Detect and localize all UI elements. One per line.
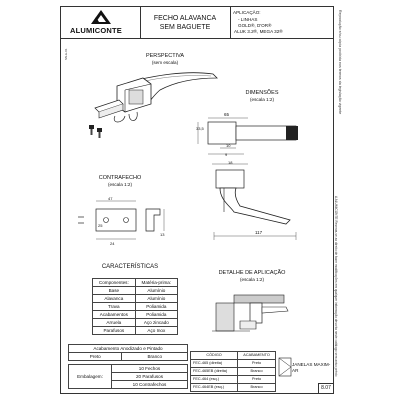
table-row: FEC-464 (esq.) Preto [189, 375, 276, 384]
header-divider-2 [230, 6, 231, 38]
table-cell: Branco [237, 367, 276, 376]
characteristics-table: Componentes: Matéria-prima: Base Alumíni… [92, 278, 179, 335]
table-row: Arruela Aço zincado [92, 318, 179, 327]
page-number: 8.07 [321, 385, 331, 391]
table-cell: Poliamida [134, 302, 179, 311]
finish-title-row: Acabamento Anodizado e Pintado [68, 344, 188, 353]
table-row: FEC-464EB (esq.) Branco [189, 383, 276, 392]
table-cell: FEC-465 (direita) [189, 359, 239, 368]
header-cell: Componentes: [92, 278, 136, 287]
finish-option: Branco [121, 352, 188, 361]
header-cell: Matéria-prima: [134, 278, 179, 287]
table-cell: Acabamentos [92, 310, 136, 319]
dim-65: 65 [224, 112, 230, 117]
application-label: APLICAÇÃO: [233, 10, 261, 15]
side-note-disclaimer: A ALUMICONTE Reserva-se ao direito de fa… [334, 196, 338, 377]
perspective-title: PERSPECTIVA [145, 53, 185, 59]
strike-title: CONTRAFECHO [98, 175, 142, 181]
dim-33-5: 33,5 [196, 126, 204, 131]
header-bottom-rule [60, 38, 334, 39]
table-row: Acabamentos Poliamida [92, 310, 179, 319]
header-cell: CÓDIGO [189, 351, 239, 360]
table-row: Trava Poliamida [92, 302, 179, 311]
dimensions-subtitle: (escala 1:2) [249, 97, 274, 102]
title-line-2: SEM BAGUETE [159, 24, 211, 31]
page-number-box [318, 383, 334, 394]
table-cell: FEC-464EB (esq.) [189, 383, 239, 392]
perspective-drawing [89, 72, 218, 138]
finish-table: Acabamento Anodizado e Pintado Preto Bra… [67, 344, 188, 361]
application-line-1: - LINHAS [238, 17, 258, 22]
table-cell: Trava [92, 302, 136, 311]
header: ALUMICONTE FECHO ALAVANCA SEM BAGUETE AP… [60, 6, 334, 39]
table-cell: Preto [237, 375, 276, 384]
side-note-copyright: Reprodução e/ou cópia proibida nos termo… [338, 10, 342, 115]
table-cell: FEC-465EB (direita) [189, 367, 239, 376]
table-row: FEC-465 (direita) Preto [189, 359, 276, 368]
left-margin-code: SN-E-01 [64, 48, 68, 60]
table-cell: Branco [237, 383, 276, 392]
title-line-1: FECHO ALAVANCA [153, 15, 217, 22]
product-line-label: JANELAS MAXIM-AR [292, 362, 331, 373]
screw-icon [89, 125, 94, 135]
table-cell: Parafusos [92, 326, 136, 335]
table-row: FEC-465EB (direita) Branco [189, 367, 276, 376]
packaging-label: Embalagem: [68, 364, 112, 389]
table-cell: Alavanca [92, 294, 136, 303]
table-row: Parafusos Aço Inox [92, 326, 179, 335]
strike-drawing [78, 200, 165, 240]
table-header-row: Componentes: Matéria-prima: [92, 278, 179, 287]
characteristics-title: CARACTERÍSTICAS [101, 264, 159, 270]
table-cell: Base [92, 286, 136, 295]
finish-title: Acabamento Anodizado e Pintado [68, 344, 188, 353]
dimensions-drawing [197, 117, 298, 240]
table-row: Base Alumínio [92, 286, 179, 295]
table-cell: Arruela [92, 318, 136, 327]
brand-name: ALUMICONTE [70, 26, 122, 35]
dim-25: 25 [98, 223, 103, 228]
window-icon [278, 357, 292, 377]
header-divider-1 [140, 6, 141, 38]
table-row: Embalagem: 10 Fechos [68, 364, 188, 389]
packaging-item: 10 Contrafechos [111, 380, 188, 389]
table-cell: Alumínio [134, 294, 179, 303]
table-cell: FEC-464 (esq.) [189, 375, 239, 384]
dim-10: 10 [226, 143, 231, 148]
dim-117: 117 [255, 230, 263, 235]
dim-18: 18 [228, 160, 233, 165]
table-cell: Aço zincado [134, 318, 179, 327]
table-row: Alavanca Alumínio [92, 294, 179, 303]
dim-9: 9 [225, 152, 228, 157]
table-cell: Aço Inox [134, 326, 179, 335]
dim-13: 13 [160, 232, 165, 237]
strike-subtitle: (escala 1:2) [107, 182, 132, 187]
table-header-row: CÓDIGO ACABAMENTO [189, 351, 276, 360]
dim-24: 24 [110, 241, 115, 246]
packaging-item: 10 Fechos [111, 364, 188, 373]
application-line-2: GOLD®, D'OR® [238, 23, 272, 28]
dimensions-title: DIMENSÕES [245, 90, 279, 96]
detail-drawing [212, 294, 289, 332]
dim-47: 47 [108, 196, 113, 201]
header-cell: ACABAMENTO [237, 351, 276, 360]
application-line-3: ALUK 3.2®, MEGA 32® [234, 29, 283, 34]
perspective-subtitle: (sem escala) [151, 60, 179, 65]
table-cell: Alumínio [134, 286, 179, 295]
table-row: 10 Contrafechos [69, 380, 188, 389]
brand-logo: ALUMICONTE [66, 9, 136, 36]
packaging-item: 20 Parafusos [111, 372, 188, 381]
table-cell: Preto [237, 359, 276, 368]
packaging-table: Embalagem: 10 Fechos 20 Parafusos 10 Con… [68, 364, 188, 389]
detail-title: DETALHE DE APLICAÇÃO [218, 270, 286, 276]
drawing-sheet [60, 6, 334, 394]
finish-options-row: Preto Branco [67, 352, 188, 361]
finish-option: Preto [67, 352, 123, 361]
logo-mark-icon [91, 10, 111, 24]
code-table: CÓDIGO ACABAMENTO FEC-465 (direita) Pret… [189, 351, 276, 392]
detail-subtitle: (escala 1:2) [239, 277, 264, 282]
table-cell: Poliamida [134, 310, 179, 319]
